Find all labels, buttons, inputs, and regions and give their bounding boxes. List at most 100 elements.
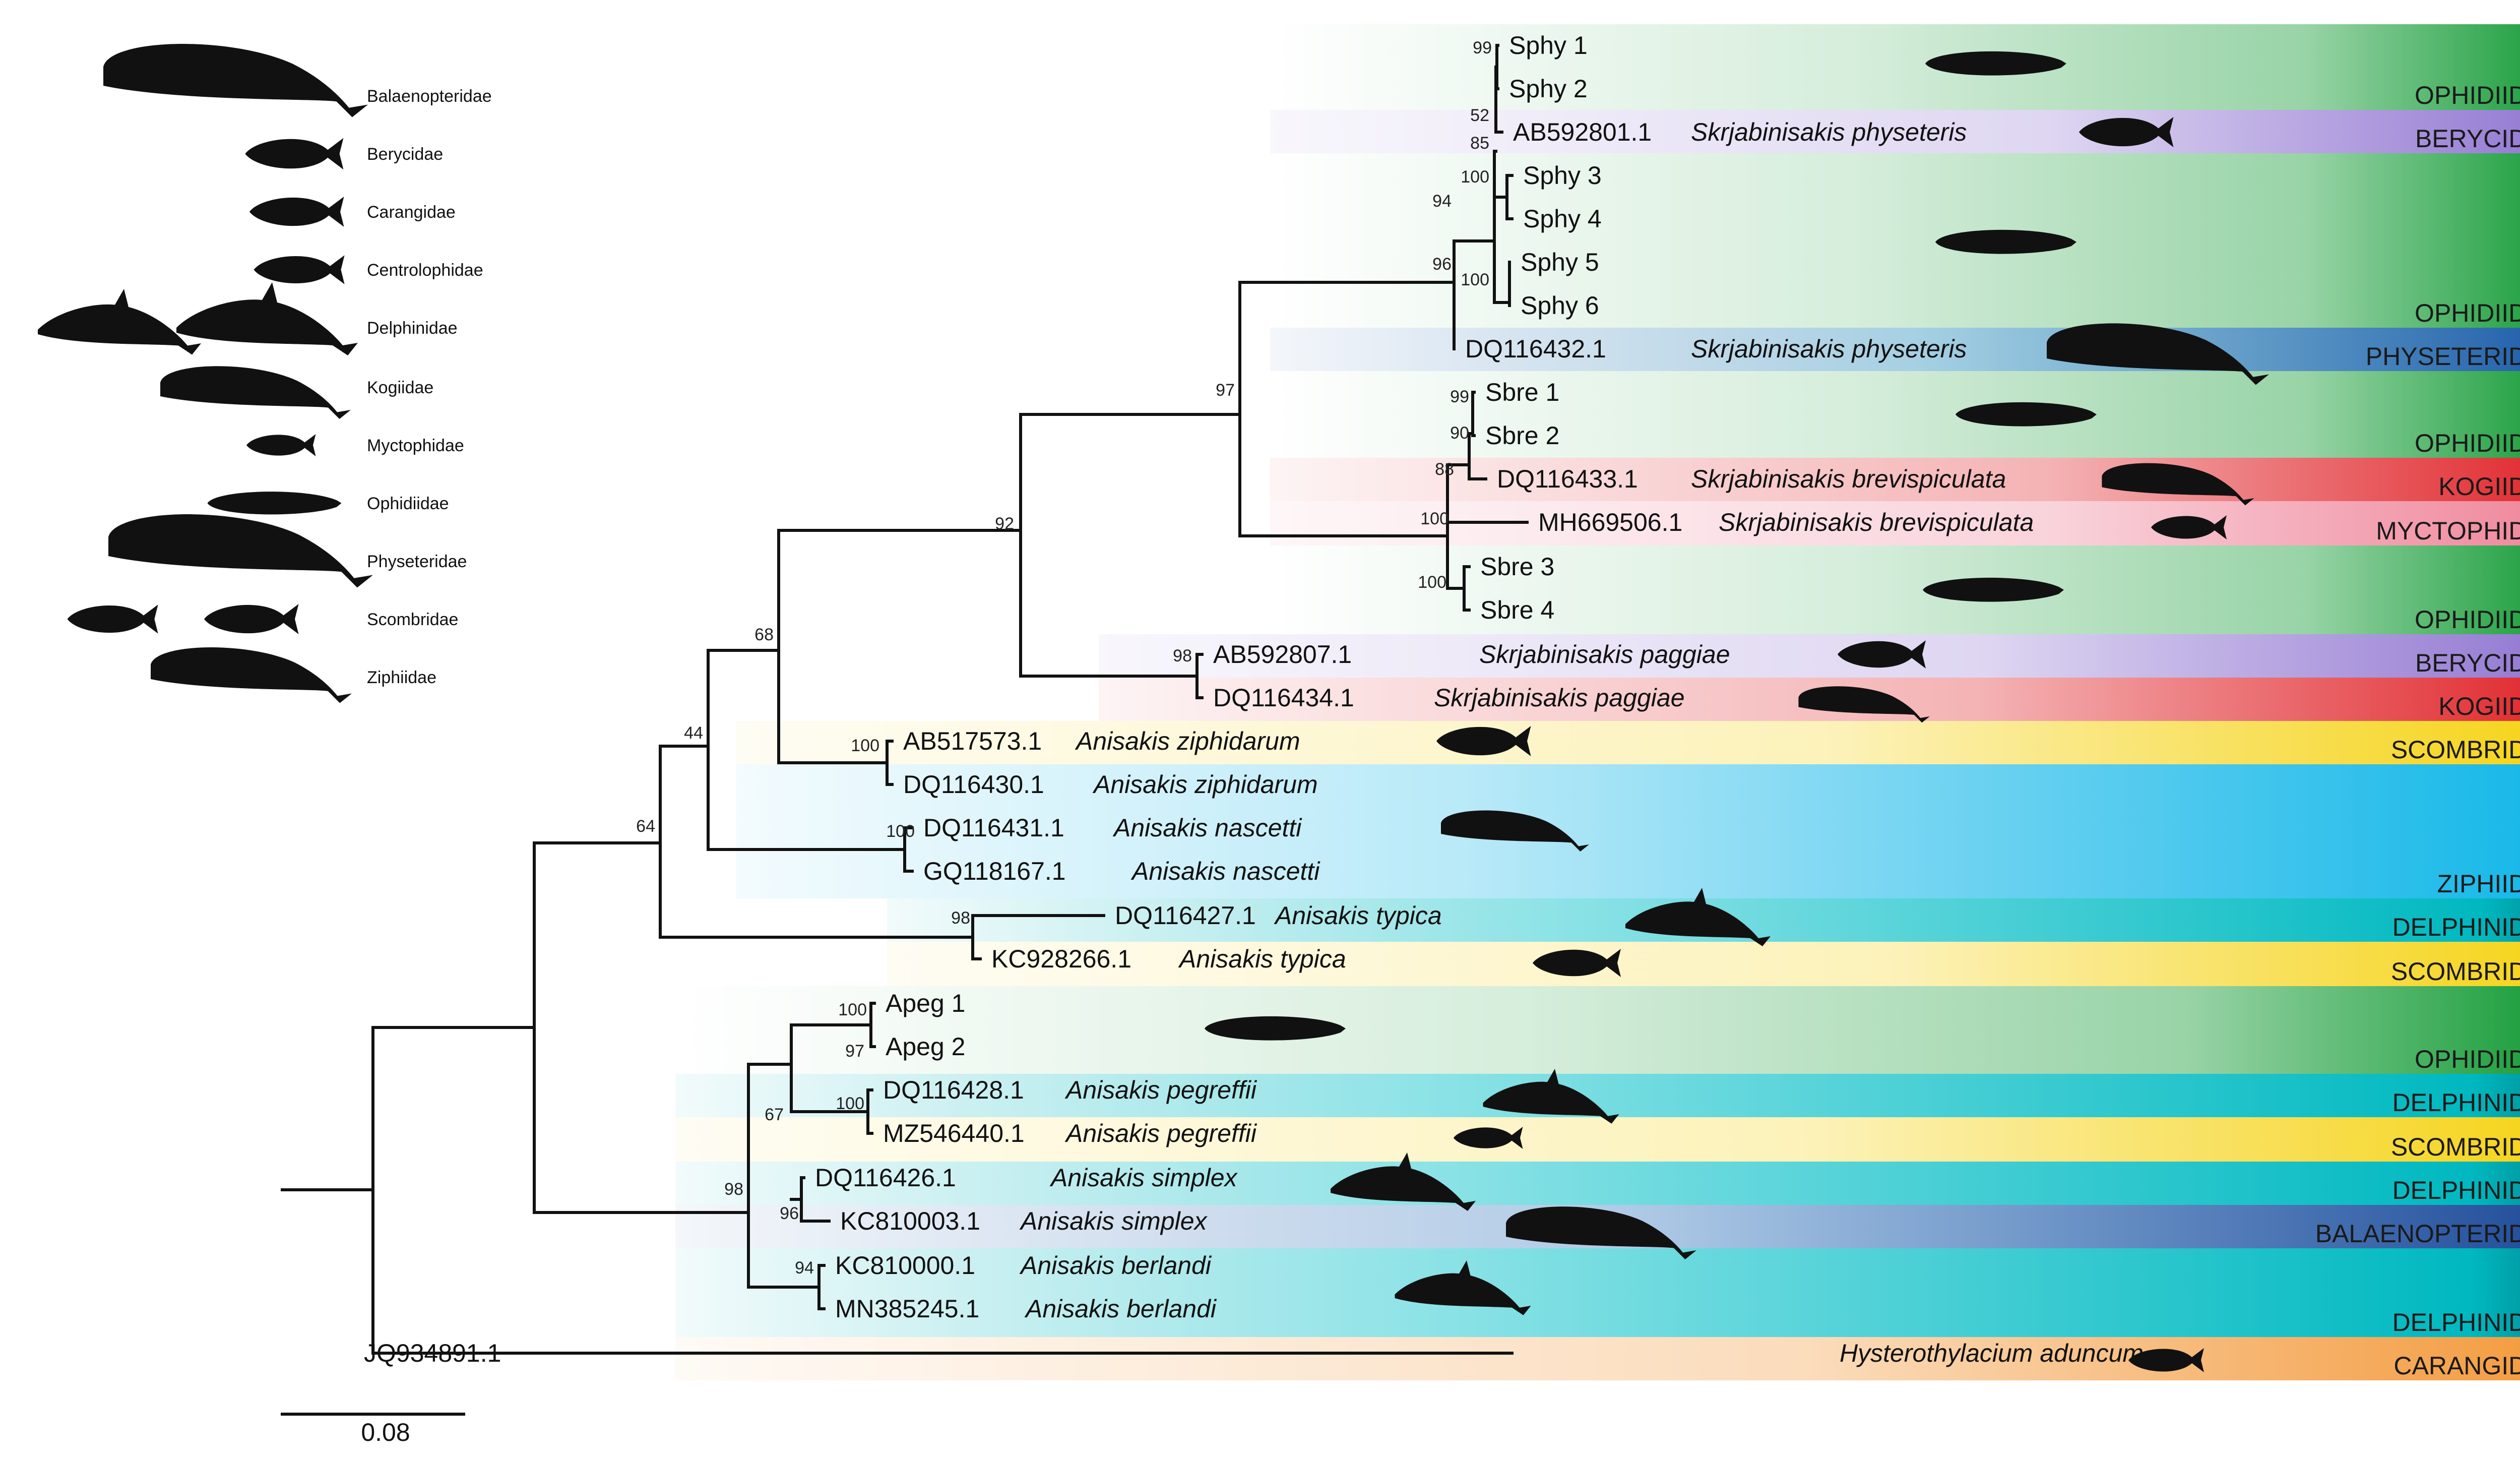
leaf-species: Anisakis nascetti [1112,814,1302,842]
host-band-berycidae [1099,634,2520,678]
leaf-accession: KC810000.1 [835,1251,975,1280]
legend-item: Balaenopteridae [103,44,492,117]
bootstrap-value: 85 [1470,134,1489,153]
leaf-accession: DQ116426.1 [815,1164,956,1192]
dolphin-icon [1395,1260,1531,1315]
legend-label: Berycidae [367,145,443,164]
eel-fish-icon [207,492,342,515]
leaf-species: Skrjabinisakis paggiae [1479,640,1730,669]
legend-label: Ziphiidae [367,668,436,687]
leaf-accession: Sphy 5 [1521,248,1599,276]
host-legend: BalaenopteridaeBerycidaeCarangidaeCentro… [38,44,492,703]
leaf-species: Anisakis simplex [1049,1164,1238,1192]
bootstrap-value: 98 [1173,646,1192,665]
host-family-label: SCOMBRIDAE [2391,1133,2520,1161]
leaf-species: Anisakis nascetti [1130,857,1320,885]
dolphin-icon [1483,1069,1619,1124]
leaf-accession: DQ116427.1 [1115,901,1256,930]
host-family-label: BALAENOPTERIDAE [2315,1220,2520,1248]
legend-item: Myctophidae [246,434,464,456]
leaf-accession: AB517573.1 [903,727,1042,755]
leaf-accession: KC928266.1 [991,945,1131,973]
sperm-whale-icon [2047,323,2269,385]
leaf-accession: MH669506.1 [1538,508,1682,536]
bootstrap-value: 100 [851,736,879,755]
legend-label: Kogiidae [367,378,433,397]
host-band-ophidiidae [1270,371,2520,458]
eel-fish-icon [1925,51,2066,76]
host-labels: OPHIDIIDAEBERYCIDAEOPHIDIIDAEPHYSETERIDA… [2315,81,2520,1380]
small-whale-icon [160,366,351,419]
host-family-label: DELPHINIDAE [2392,1088,2520,1117]
dolphin-icon [38,289,201,355]
fish-icon [2128,1348,2204,1372]
legend-label: Physeteridae [367,552,467,571]
leaf-accession: Apeg 2 [886,1033,965,1061]
host-family-label: SCOMBRIDAE [2391,957,2520,986]
legend-item: Ziphiidae [151,647,436,703]
host-family-label: MYCTOPHIDAE [2376,517,2520,545]
bootstrap-value: 64 [636,817,655,836]
host-family-label: DELPHINIDAE [2392,913,2520,941]
small-whale-icon [1798,686,1930,723]
leaf-species: Skrjabinisakis brevispiculata [1719,508,2034,536]
host-family-label: CARANGIDAE [2393,1352,2520,1380]
bootstrap-value: 100 [836,1094,864,1113]
bootstrap-value: 99 [1450,387,1469,406]
leaf-species: Hysterothylacium aduncum [1840,1339,2144,1367]
host-band-carangidae [675,1337,2520,1380]
host-band-ophidiidae [1270,545,2520,634]
bootstrap-value: 100 [838,1000,867,1019]
eel-fish-icon [1205,1016,1346,1041]
baleen-whale-icon [1506,1206,1696,1259]
leaf-accession: DQ116432.1 [1465,335,1606,363]
leaf-species: Skrjabinisakis brevispiculata [1691,465,2006,493]
legend-label: Delphinidae [367,319,458,338]
leaf-accession: Apeg 1 [886,989,965,1017]
leaf-species: Anisakis typica [1274,901,1442,930]
bootstrap-value: 100 [1420,509,1449,528]
leaf-accession: DQ116428.1 [883,1076,1024,1104]
beaked-whale-icon [151,647,352,703]
leaf-species: Skrjabinisakis physeteris [1691,335,1967,363]
leaf-accession: DQ116434.1 [1213,684,1354,712]
bootstrap-value: 88 [1435,460,1454,479]
host-band-ziphiidae [736,764,2520,898]
host-band-ophidiidae [1270,24,2520,110]
bootstrap-value: 94 [1432,192,1452,211]
bootstrap-value: 52 [1470,106,1489,125]
host-family-label: OPHIDIIDAE [2415,1045,2520,1073]
leaf-accession: DQ116431.1 [923,814,1064,842]
tuna-icon [1533,949,1621,977]
bootstrap-value: 68 [754,625,774,644]
legend-item: Delphinidae [38,282,458,355]
fish-icon [2079,117,2174,147]
eel-fish-icon [1956,402,2097,427]
leaf-species: Anisakis berlandi [1024,1295,1217,1323]
lanternfish-icon [2151,515,2227,539]
eel-fish-icon [1935,229,2076,254]
bootstrap-value: 96 [1432,255,1452,274]
tuna-icon [67,604,158,634]
bootstrap-value: 94 [795,1258,814,1278]
host-family-label: BERYCIDAE [2415,125,2520,153]
fish-icon [1838,640,1926,669]
dolphin-icon [1625,888,1771,946]
leaf-accession: MZ546440.1 [883,1119,1025,1147]
dolphin-icon [1331,1152,1476,1211]
bootstrap-value: 98 [951,908,970,928]
leaf-species: Anisakis simplex [1019,1207,1208,1235]
leaf-accession: Sphy 6 [1521,291,1599,320]
host-family-label: ZIPHIIDAE [2437,870,2520,898]
leaf-species: Anisakis typica [1178,945,1346,973]
fish-icon [254,255,345,284]
leaf-accession: AB592807.1 [1213,640,1352,669]
leaf-accession: Sphy 1 [1509,31,1588,59]
legend-item: Berycidae [245,138,443,170]
host-family-label: OPHIDIIDAE [2415,299,2520,327]
scale-bar-label: 0.08 [361,1418,410,1446]
eel-fish-icon [1923,577,2064,602]
legend-item: Centrolophidae [254,255,483,284]
host-band-ophidiidae [675,986,2520,1074]
